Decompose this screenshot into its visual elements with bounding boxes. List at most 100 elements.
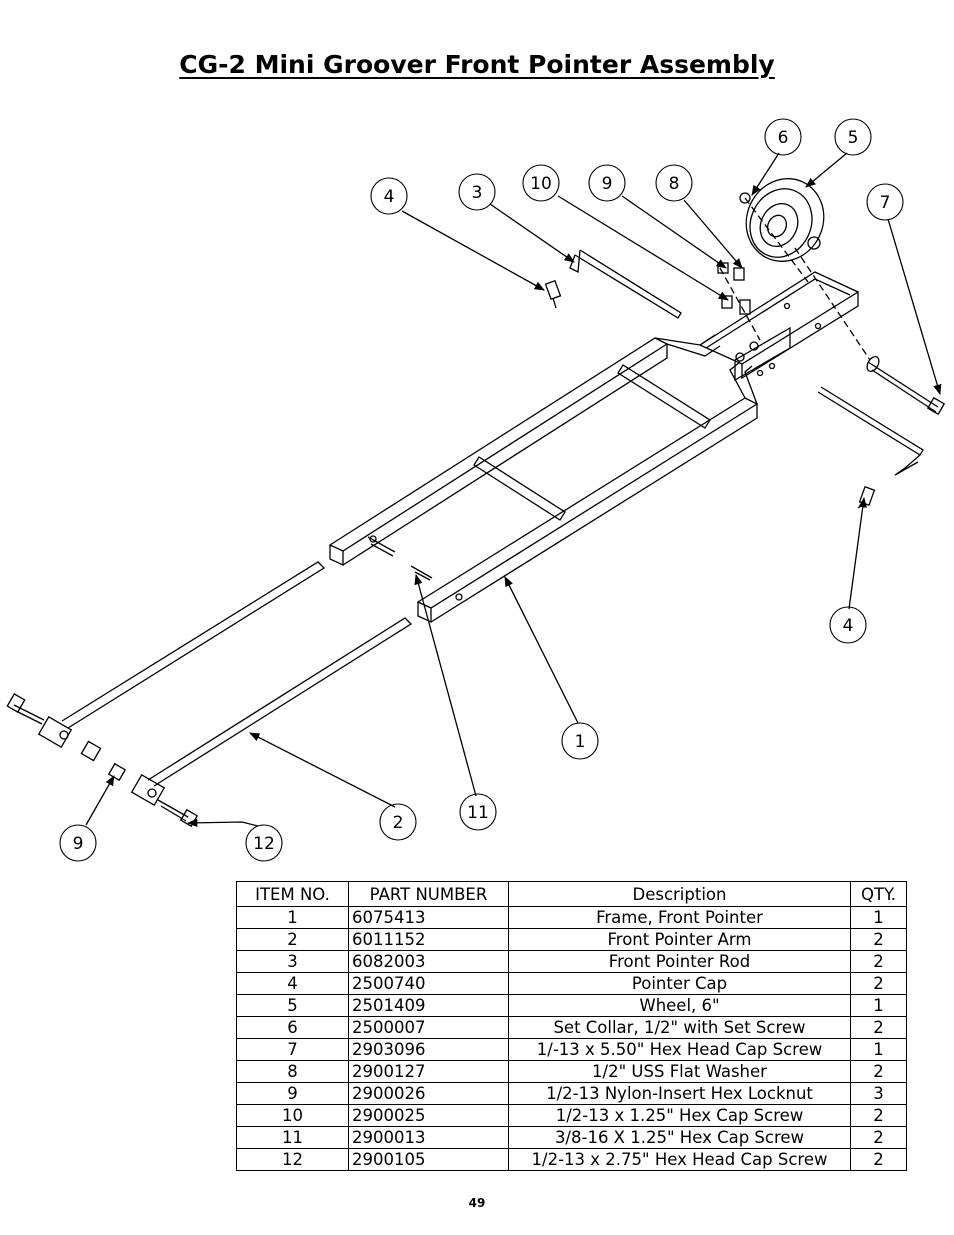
cell-qty: 2	[850, 1060, 907, 1083]
frame-front-pointer	[328, 271, 860, 624]
front-pointer-rods	[569, 249, 924, 476]
callout-label: 8	[669, 174, 680, 194]
table-header-row: ITEM NO. PART NUMBER Description QTY.	[236, 881, 907, 907]
callout-balloon	[459, 793, 497, 831]
callout-label: 7	[880, 193, 891, 213]
callout-label: 11	[467, 803, 489, 823]
callout-balloon	[379, 803, 417, 841]
cell-part: 6011152	[348, 928, 509, 951]
cell-item: 10	[236, 1104, 349, 1127]
cell-desc: Frame, Front Pointer	[508, 906, 851, 929]
cell-qty: 3	[850, 1082, 907, 1105]
header-description: Description	[508, 881, 851, 907]
cell-desc: Set Collar, 1/2" with Set Screw	[508, 1016, 851, 1039]
cell-qty: 2	[850, 950, 907, 973]
cell-item: 5	[236, 994, 349, 1017]
page-number: 49	[468, 1196, 486, 1210]
cell-item: 9	[236, 1082, 349, 1105]
callout-balloon	[458, 173, 496, 211]
callout-balloons: 6 5 4 3 10 9 8 7 4 1 2 11 9 12	[59, 118, 904, 862]
callout-label: 6	[778, 128, 789, 148]
cell-desc: Wheel, 6"	[508, 994, 851, 1017]
cell-part: 2900127	[348, 1060, 509, 1083]
header-item-no: ITEM NO.	[236, 881, 349, 907]
callout-balloon	[655, 164, 693, 202]
callout-balloon	[866, 183, 904, 221]
header-qty: QTY.	[850, 881, 907, 907]
callout-balloon	[59, 824, 97, 862]
callout-label: 9	[73, 834, 84, 854]
cell-qty: 1	[850, 906, 907, 929]
cell-item: 4	[236, 972, 349, 995]
cell-qty: 2	[850, 928, 907, 951]
page-title: CG-2 Mini Groover Front Pointer Assembly	[179, 50, 775, 79]
cell-item: 11	[236, 1126, 349, 1149]
front-pointer-arms	[37, 561, 413, 807]
cell-desc: 1/2-13 x 1.25" Hex Cap Screw	[508, 1104, 851, 1127]
exploded-assembly-drawing: 6 5 4 3 10 9 8 7 4 1 2 11 9 12	[6, 118, 946, 862]
callout-balloon	[561, 722, 599, 760]
cell-item: 1	[236, 906, 349, 929]
cell-part: 2500007	[348, 1016, 509, 1039]
cell-desc: Pointer Cap	[508, 972, 851, 995]
callout-balloon	[522, 164, 560, 202]
cell-qty: 1	[850, 994, 907, 1017]
cell-item: 12	[236, 1148, 349, 1171]
callout-label: 1	[575, 732, 586, 752]
cell-item: 2	[236, 928, 349, 951]
cell-desc: 1/-13 x 5.50" Hex Head Cap Screw	[508, 1038, 851, 1061]
callout-balloon	[245, 824, 283, 862]
assembly-centerlines	[719, 197, 871, 361]
pointer-caps	[544, 279, 876, 509]
cell-item: 7	[236, 1038, 349, 1061]
callout-label: 9	[602, 174, 613, 194]
cell-part: 2501409	[348, 994, 509, 1017]
cell-desc: Front Pointer Arm	[508, 928, 851, 951]
cell-qty: 2	[850, 1126, 907, 1149]
wheel	[739, 178, 825, 262]
callout-label: 3	[472, 183, 483, 203]
cell-qty: 2	[850, 972, 907, 995]
callout-label: 12	[253, 834, 275, 854]
cell-part: 2900025	[348, 1104, 509, 1127]
cell-desc: 1/2" USS Flat Washer	[508, 1060, 851, 1083]
cell-part: 2903096	[348, 1038, 509, 1061]
cell-part: 6082003	[348, 950, 509, 973]
callout-balloon	[370, 177, 408, 215]
cell-desc: Front Pointer Rod	[508, 950, 851, 973]
callout-label: 4	[384, 187, 395, 207]
callout-balloon	[588, 164, 626, 202]
cell-part: 2500740	[348, 972, 509, 995]
leader-lines	[85, 152, 942, 827]
callout-balloon	[834, 118, 872, 156]
callout-balloon	[829, 606, 867, 644]
cell-part: 2900026	[348, 1082, 509, 1105]
cell-desc: 1/2-13 x 2.75" Hex Head Cap Screw	[508, 1148, 851, 1171]
callout-label: 10	[530, 174, 552, 194]
cell-part: 6075413	[348, 906, 509, 929]
cell-desc: 1/2-13 Nylon-Insert Hex Locknut	[508, 1082, 851, 1105]
cell-qty: 2	[850, 1104, 907, 1127]
cell-qty: 1	[850, 1038, 907, 1061]
callout-label: 2	[393, 813, 404, 833]
callout-label: 4	[843, 616, 854, 636]
cell-qty: 2	[850, 1016, 907, 1039]
callout-balloon	[764, 118, 802, 156]
cell-item: 8	[236, 1060, 349, 1083]
cell-qty: 2	[850, 1148, 907, 1171]
cell-part: 2900105	[348, 1148, 509, 1171]
callout-label: 5	[848, 128, 859, 148]
header-part-number: PART NUMBER	[348, 881, 509, 907]
